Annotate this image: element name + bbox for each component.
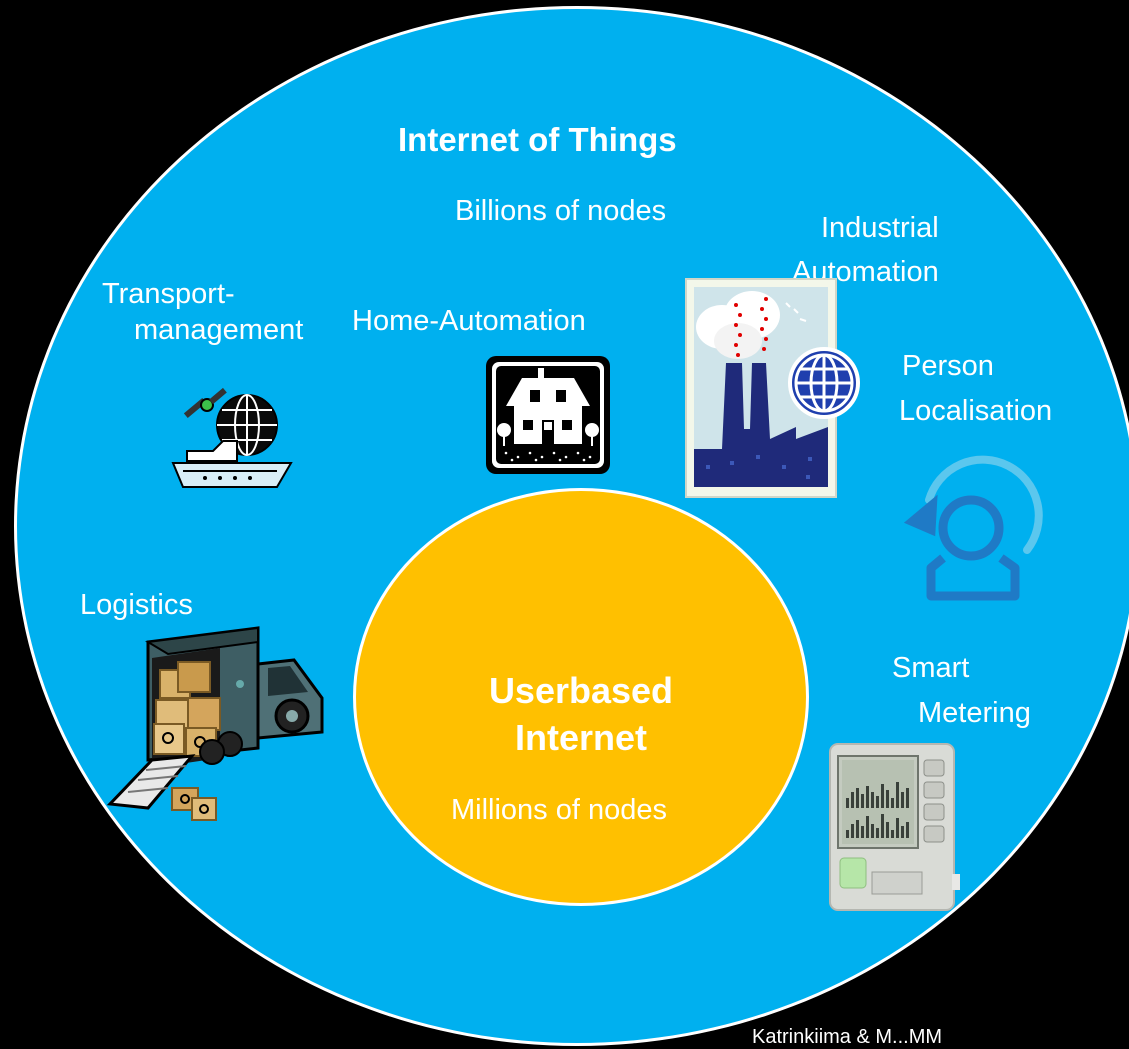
delivery-truck-icon — [106, 626, 324, 821]
transport-label: Transport- management — [102, 278, 304, 346]
inner-title: Userbased Internet — [488, 670, 674, 758]
iot-title: Internet of Things — [398, 121, 677, 158]
factory-icon — [685, 278, 860, 498]
logistics-label: Logistics — [80, 589, 193, 621]
iot-subtitle: Billions of nodes — [455, 195, 667, 227]
industrial-label-1: Industrial — [821, 212, 939, 244]
userbased-internet-circle — [353, 488, 809, 906]
inner-subtitle: Millions of nodes — [451, 794, 667, 826]
person-localisation-icon — [903, 455, 1043, 601]
transport-ship-icon — [171, 387, 293, 488]
credit-text: Katrinkiima & M...MM — [752, 1026, 943, 1048]
home-automation-label: Home-Automation — [352, 305, 586, 337]
smart-label-1: Smart — [892, 652, 970, 684]
person-label-1: Person — [902, 350, 994, 382]
house-icon — [486, 356, 610, 474]
person-label-2: Localisation — [899, 395, 1053, 427]
smart-meter-icon — [829, 743, 960, 911]
smart-label-2: Metering — [918, 697, 1031, 729]
